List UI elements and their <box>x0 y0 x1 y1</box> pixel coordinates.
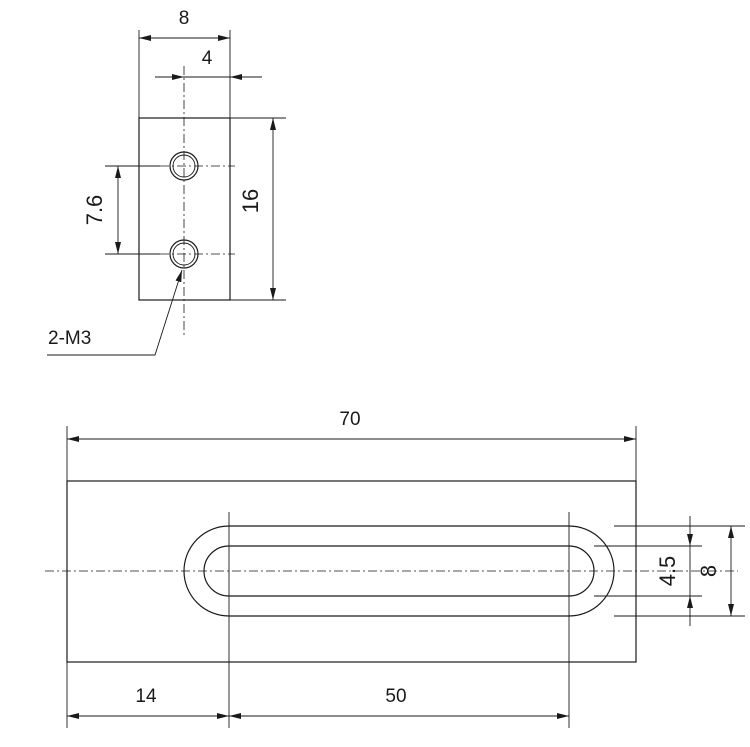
dim-slot-width: 4.5 <box>594 516 702 626</box>
dim-top-width-label: 8 <box>179 8 190 29</box>
dim-top-height: 16 <box>230 117 286 301</box>
dim-slot-width-label: 4.5 <box>655 556 680 587</box>
dim-top-width: 8 <box>138 8 231 118</box>
dim-front-length-label: 70 <box>339 409 360 430</box>
dim-outer-width: 8 <box>614 525 745 617</box>
dim-front-length: 70 <box>66 409 637 481</box>
dim-slot-length: 50 <box>229 686 569 719</box>
hole-callout-label: 2-M3 <box>48 328 91 349</box>
hole-callout-leader: 2-M3 <box>47 269 183 356</box>
front-view-body <box>66 480 637 663</box>
front-view: 70 14 50 4.5 8 <box>45 409 745 728</box>
top-view: 8 4 16 7.6 2-M3 <box>47 8 286 356</box>
dim-front-offset-label: 14 <box>135 686 157 707</box>
dim-top-half-width-label: 4 <box>202 48 213 69</box>
dim-front-offset: 14 <box>66 662 229 728</box>
dim-hole-pitch: 7.6 <box>82 165 160 255</box>
dim-top-half-width: 4 <box>155 48 262 80</box>
dim-hole-pitch-label: 7.6 <box>82 195 107 226</box>
dim-outer-width-label: 8 <box>696 565 721 577</box>
dim-top-height-label: 16 <box>238 189 263 213</box>
top-view-body <box>138 117 231 301</box>
dim-slot-length-label: 50 <box>385 686 406 707</box>
